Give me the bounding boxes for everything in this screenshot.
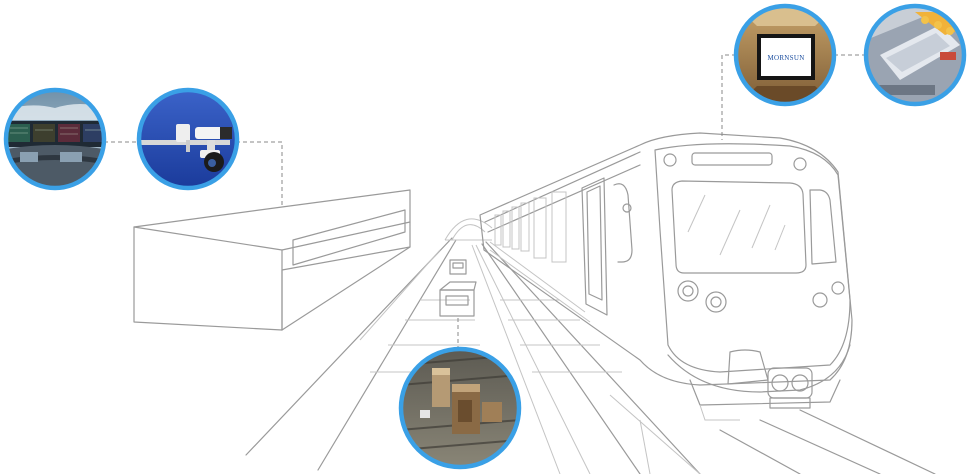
trackside-boxes <box>439 259 477 317</box>
connector-lines <box>104 54 866 349</box>
monitor-brand-text: MORNSUN <box>767 54 804 62</box>
trackside-boxes-photo <box>398 346 522 470</box>
control-center-building <box>133 189 411 331</box>
track-lines <box>245 237 936 474</box>
metro-train <box>479 132 853 421</box>
control-room-monitors-photo <box>3 87 107 191</box>
onboard-display-monitor-photo: MORNSUN <box>733 3 837 107</box>
onboard-equipment-panel-photo <box>863 3 967 107</box>
cctv-camera-photo <box>136 87 240 191</box>
